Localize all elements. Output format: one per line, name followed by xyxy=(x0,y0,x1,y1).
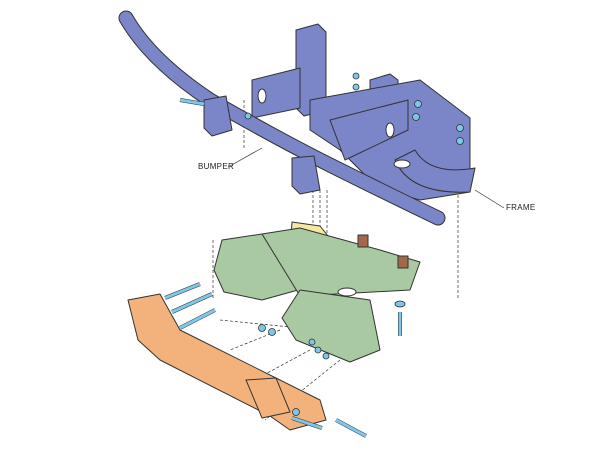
mounting-bracket xyxy=(213,227,421,363)
frame-leader xyxy=(474,189,505,209)
bumper-label: BUMPER xyxy=(198,162,235,171)
hardware xyxy=(164,72,464,438)
bushing xyxy=(397,255,409,269)
bumper-assembly xyxy=(118,10,446,226)
crossmember xyxy=(127,293,327,431)
bushing xyxy=(357,234,369,248)
bumper-leader xyxy=(227,147,263,168)
frame-label: FRAME xyxy=(506,203,536,212)
frame-assembly xyxy=(251,23,476,201)
